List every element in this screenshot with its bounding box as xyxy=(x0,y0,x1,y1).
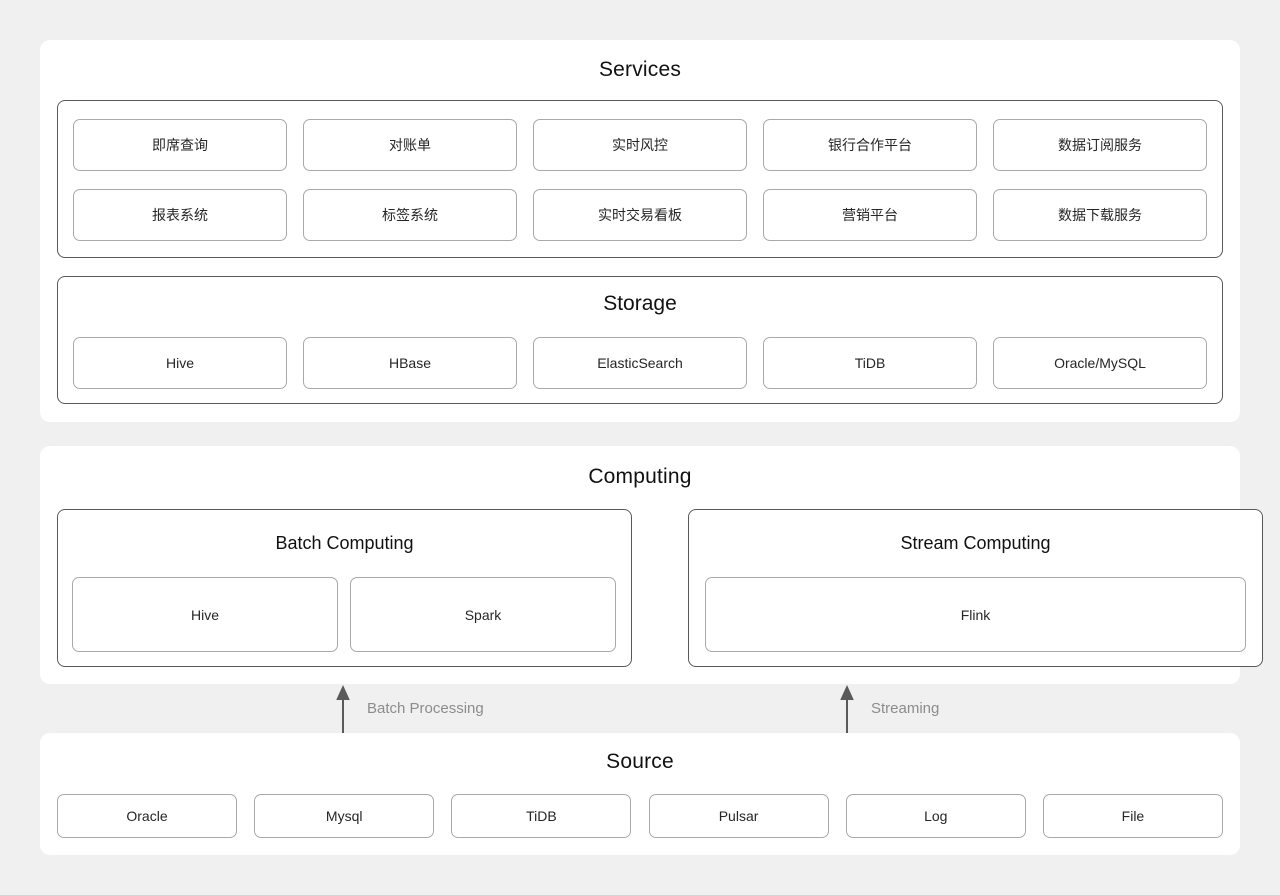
source-row: Oracle Mysql TiDB Pulsar Log File xyxy=(57,794,1223,838)
source-title: Source xyxy=(606,750,674,773)
source-item: File xyxy=(1042,794,1223,838)
storage-item: ElasticSearch xyxy=(533,337,747,389)
service-item: 报表系统 xyxy=(73,189,287,241)
source-card: Source Oracle Mysql TiDB Pulsar Log File xyxy=(40,733,1240,855)
services-grid: 即席查询 对账单 实时风控 银行合作平台 数据订阅服务 报表系统 标签系统 实时… xyxy=(58,101,1222,257)
batch-processing-arrow-icon xyxy=(336,685,350,733)
service-item: 实时风控 xyxy=(533,119,747,171)
services-group: 即席查询 对账单 实时风控 银行合作平台 数据订阅服务 报表系统 标签系统 实时… xyxy=(57,100,1223,258)
stream-computing-title: Stream Computing xyxy=(900,533,1051,553)
storage-row: Hive HBase ElasticSearch TiDB Oracle/MyS… xyxy=(73,337,1207,389)
storage-item: TiDB xyxy=(763,337,977,389)
batch-item: Hive xyxy=(72,577,338,652)
streaming-arrow-icon xyxy=(840,685,854,733)
service-item: 数据订阅服务 xyxy=(993,119,1207,171)
batch-computing-title: Batch Computing xyxy=(275,533,414,553)
storage-group: Storage Hive HBase ElasticSearch TiDB Or… xyxy=(57,276,1223,404)
computing-title: Computing xyxy=(588,465,692,488)
computing-card: Computing Batch Computing Hive Spark Str… xyxy=(40,446,1263,684)
stream-computing-group: Stream Computing Flink xyxy=(688,509,1263,667)
stream-items: Flink xyxy=(705,577,1246,652)
services-title: Services xyxy=(598,58,682,81)
service-item: 营销平台 xyxy=(763,189,977,241)
service-item: 标签系统 xyxy=(303,189,517,241)
source-item: Mysql xyxy=(254,794,435,838)
batch-items: Hive Spark xyxy=(72,577,616,652)
service-item: 对账单 xyxy=(303,119,517,171)
storage-title: Storage xyxy=(603,292,677,315)
streaming-label: Streaming xyxy=(871,700,940,717)
batch-processing-label: Batch Processing xyxy=(367,700,484,717)
source-item: Log xyxy=(845,794,1026,838)
service-item: 即席查询 xyxy=(73,119,287,171)
flow-arrows-svg xyxy=(336,685,854,733)
stream-item: Flink xyxy=(705,577,1246,652)
source-item: Pulsar xyxy=(648,794,829,838)
services-storage-card: Services 即席查询 对账单 实时风控 银行合作平台 数据订阅服务 报表系… xyxy=(40,40,1240,422)
storage-item: Hive xyxy=(73,337,287,389)
service-item: 实时交易看板 xyxy=(533,189,747,241)
batch-computing-group: Batch Computing Hive Spark xyxy=(57,509,632,667)
source-item: TiDB xyxy=(451,794,632,838)
service-item: 银行合作平台 xyxy=(763,119,977,171)
storage-item: Oracle/MySQL xyxy=(993,337,1207,389)
service-item: 数据下载服务 xyxy=(993,189,1207,241)
batch-item: Spark xyxy=(350,577,616,652)
flow-arrows-region: Batch Processing Streaming xyxy=(0,684,1280,733)
storage-item: HBase xyxy=(303,337,517,389)
source-item: Oracle xyxy=(57,794,237,838)
